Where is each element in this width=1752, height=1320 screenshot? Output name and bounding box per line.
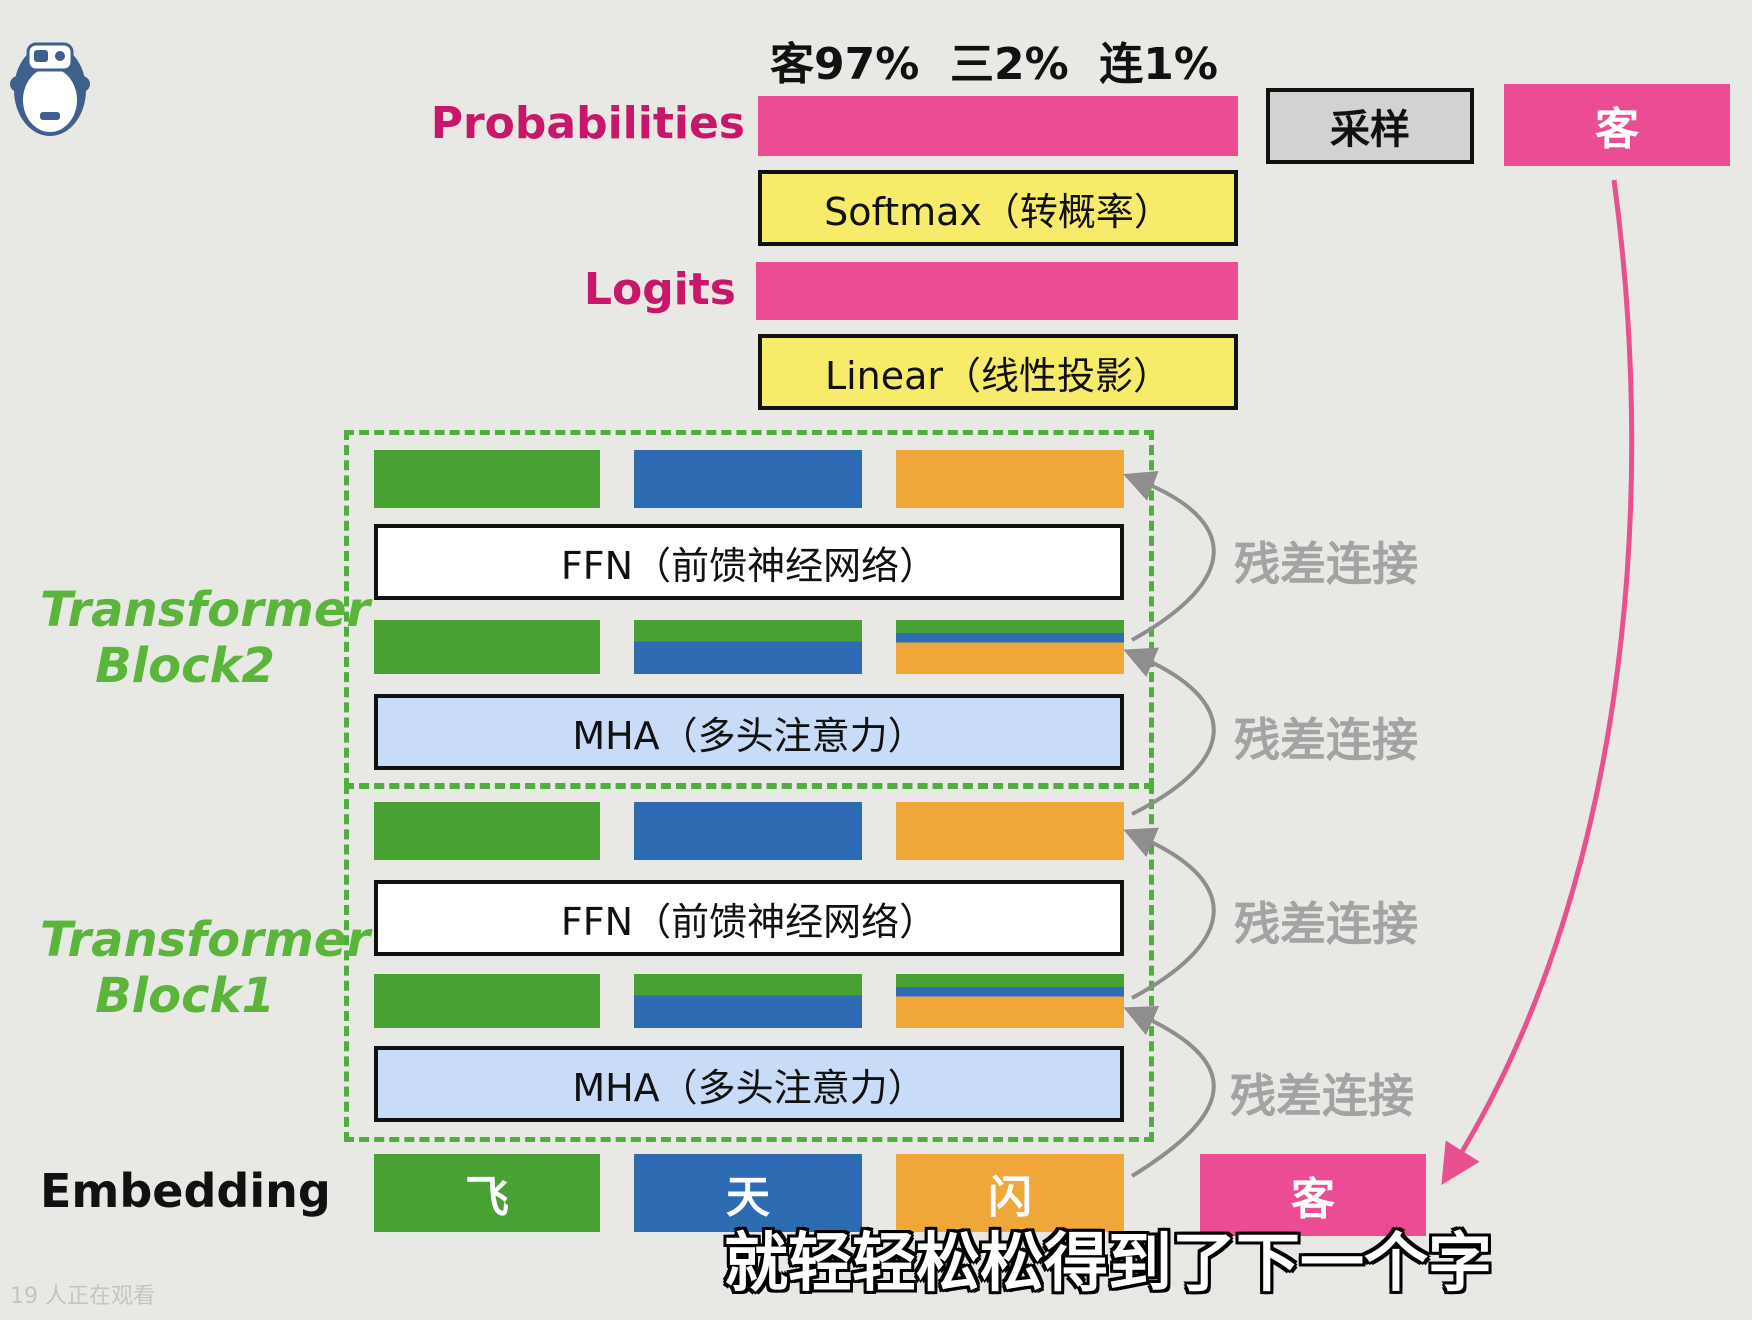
block1-output-vector-1 [374,802,600,860]
block2-output-vector-3 [896,450,1124,508]
logits-bar [756,262,1238,320]
embedding-token-2: 天 [634,1154,862,1232]
embedding-token-3: 闪 [896,1154,1124,1232]
block1-mid-vector-1 [374,974,600,1028]
embedding-token-4: 客 [1200,1154,1426,1236]
residual-label-3: 残差连接 [1234,897,1418,951]
block2-mha-box: MHA（多头注意力） [374,694,1124,770]
output-token-box: 客 [1504,84,1730,166]
residual-arrow-2 [1123,647,1216,816]
probabilities-label: Probabilities [430,98,745,149]
block1-ffn-box: FFN（前馈神经网络） [374,880,1124,956]
block2-mid-vector-1 [374,620,600,674]
block2-output-vector-2 [634,450,862,508]
block1-output-vector-3 [896,802,1124,860]
residual-label-4: 残差连接 [1230,1069,1414,1123]
monkey-logo-icon [10,28,90,140]
logits-label: Logits [583,264,736,315]
block2-mid-vector-2 [634,620,862,674]
linear-box: Linear（线性投影） [758,334,1238,410]
block1-line2: Block1 [95,968,275,1024]
transformer-block1-frame [344,784,1154,1142]
block2-mid-vector-3 [896,620,1124,674]
viewer-count: 19 人正在观看 [10,1284,155,1309]
residual-arrow-4 [1123,1006,1216,1178]
transformer-block1-label: Transformer Block1 [40,912,371,1024]
sample-box: 采样 [1266,88,1474,164]
residual-label-1: 残差连接 [1234,537,1418,591]
softmax-box: Softmax（转概率） [758,170,1238,246]
residual-label-2: 残差连接 [1234,713,1418,767]
embedding-token-1: 飞 [374,1154,600,1232]
subtitle-caption: 就轻轻松松得到了下一个字 [724,1227,1492,1301]
block1-mid-vector-2 [634,974,862,1028]
block2-output-vector-1 [374,450,600,508]
block2-line1: Transformer [40,582,371,638]
block1-output-vector-2 [634,802,862,860]
residual-arrow-1 [1123,470,1216,642]
probability-values: 客97% 三2% 连1% [770,39,1218,90]
block1-line1: Transformer [40,912,371,968]
feedback-arrow [1441,179,1635,1185]
transformer-block2-label: Transformer Block2 [40,582,371,694]
block2-ffn-box: FFN（前馈神经网络） [374,524,1124,600]
block1-mha-box: MHA（多头注意力） [374,1046,1124,1122]
residual-arrow-3 [1123,827,1216,1000]
block2-line2: Block2 [95,638,275,694]
probabilities-bar [758,96,1238,156]
embedding-label: Embedding [40,1164,331,1218]
block1-mid-vector-3 [896,974,1124,1028]
